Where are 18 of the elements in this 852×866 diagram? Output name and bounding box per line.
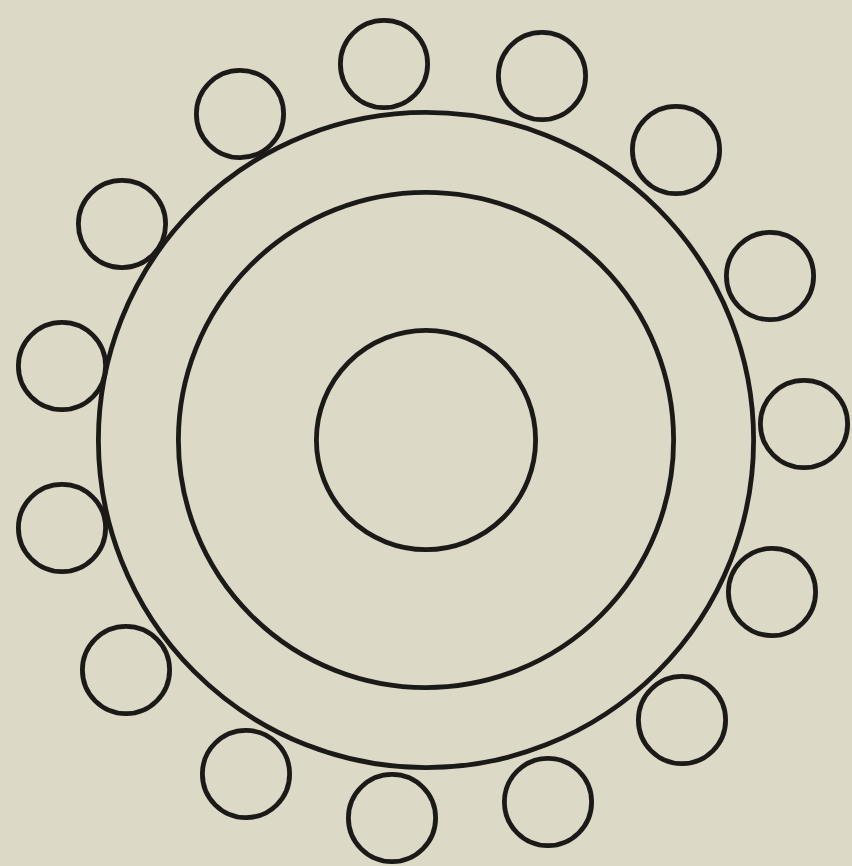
small-circle	[496, 30, 588, 122]
small-circle	[16, 482, 108, 574]
small-circle	[636, 674, 728, 766]
ring-circle	[96, 110, 756, 770]
small-circle	[200, 728, 292, 820]
small-circle	[16, 320, 108, 412]
small-circle	[80, 624, 172, 716]
ring-circle	[314, 328, 538, 552]
small-circle	[502, 756, 594, 848]
small-circle	[346, 772, 438, 864]
small-circle	[724, 230, 816, 322]
small-circle	[194, 68, 286, 160]
small-circle	[630, 104, 722, 196]
small-circle	[76, 178, 168, 270]
small-circle	[338, 18, 430, 110]
ring-circle	[176, 190, 676, 690]
small-circle	[758, 378, 850, 470]
small-circle	[726, 546, 818, 638]
